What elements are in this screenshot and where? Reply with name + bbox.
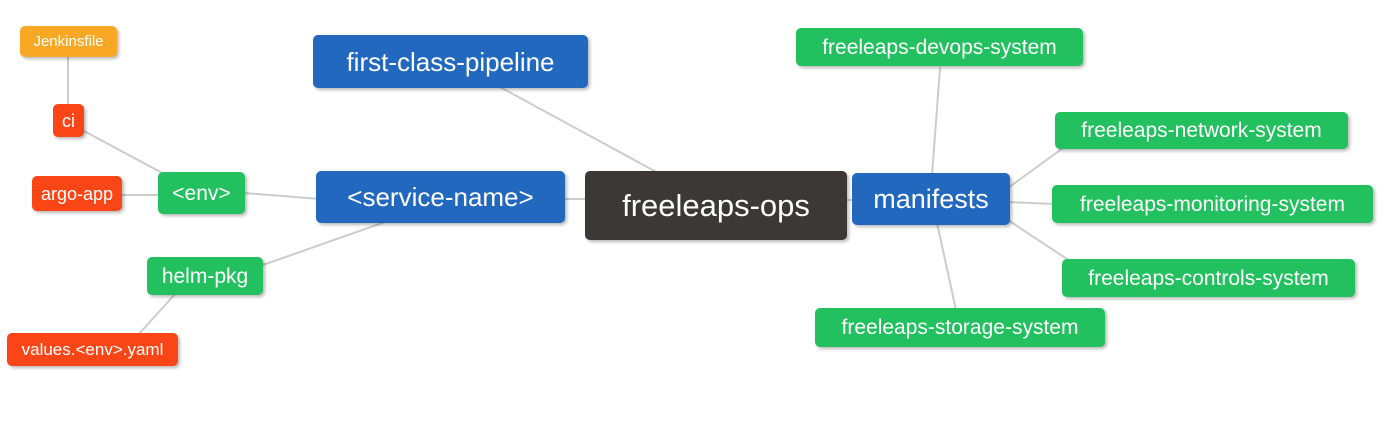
node-freeleaps-monitoring-system[interactable]: freeleaps-monitoring-system [1052,185,1373,223]
node-jenkinsfile[interactable]: Jenkinsfile [20,26,117,57]
node-helm-pkg[interactable]: helm-pkg [147,257,263,295]
node-argo-app[interactable]: argo-app [32,176,122,211]
node-manifests[interactable]: manifests [852,173,1010,225]
node-freeleaps-devops-system[interactable]: freeleaps-devops-system [796,28,1083,66]
node-freeleaps-controls-system[interactable]: freeleaps-controls-system [1062,259,1355,297]
node-env[interactable]: <env> [158,172,245,214]
node-service-name[interactable]: <service-name> [316,171,565,223]
node-freeleaps-network-system[interactable]: freeleaps-network-system [1055,112,1348,149]
node-freeleaps-ops[interactable]: freeleaps-ops [585,171,847,240]
node-values-env-yaml[interactable]: values.<env>.yaml [7,333,178,366]
node-freeleaps-storage-system[interactable]: freeleaps-storage-system [815,308,1105,347]
node-ci[interactable]: ci [53,104,84,137]
node-first-class-pipeline[interactable]: first-class-pipeline [313,35,588,88]
